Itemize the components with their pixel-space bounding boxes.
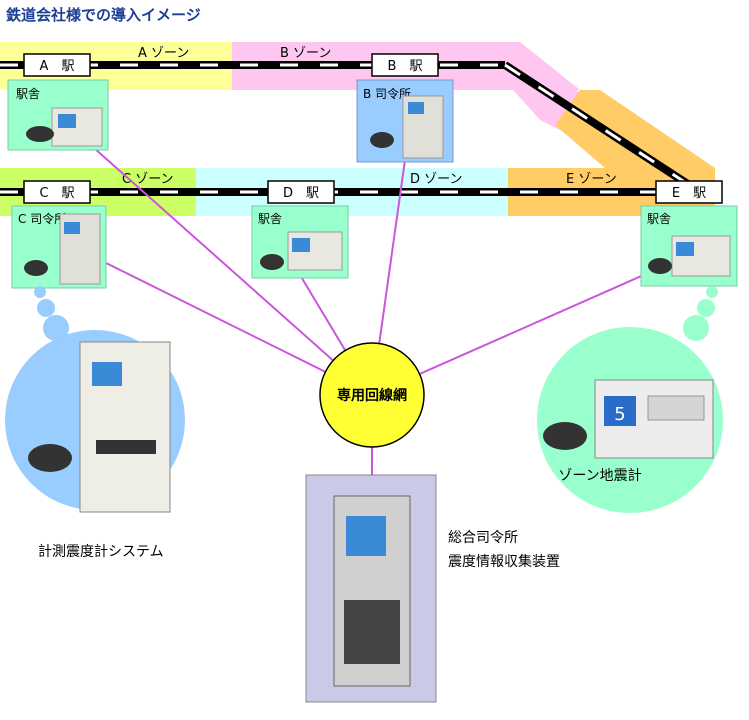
left-bubble <box>5 286 185 513</box>
zone-b-label: B ゾーン <box>280 46 331 61</box>
zone-e-label: E ゾーン <box>566 172 617 187</box>
facility-b-label: B 司令所 <box>363 86 411 101</box>
facility-e: 駅舎 <box>640 205 738 287</box>
station-e: E 駅 <box>655 180 723 204</box>
station-a-label: A 駅 <box>40 59 75 74</box>
facility-d-label: 駅舎 <box>258 212 282 226</box>
zone-a-label: A ゾーン <box>138 46 189 61</box>
hub-label: 専用回線網 <box>337 387 407 404</box>
facility-a-label: 駅舎 <box>16 87 40 101</box>
facility-e-label: 駅舎 <box>647 212 671 226</box>
zone-d-label: D ゾーン <box>410 172 463 187</box>
station-b: B 駅 <box>371 53 439 77</box>
sensor-image <box>260 254 284 270</box>
link-a <box>84 139 373 396</box>
sensor-image <box>24 260 48 276</box>
central-control <box>305 474 437 703</box>
hub-circle <box>319 342 425 448</box>
center-caption-line2: 震度情報収集装置 <box>448 553 560 570</box>
hub: 専用回線網 <box>319 342 425 448</box>
monitor-image <box>346 516 386 556</box>
left-bubble-caption: 計測震度計システム <box>38 544 164 560</box>
center-caption-line1: 総合司令所 <box>448 530 518 546</box>
facility-c-label: C 司令所 <box>18 211 66 226</box>
station-a: A 駅 <box>23 53 91 77</box>
sensor-image <box>26 126 54 142</box>
sensor-image <box>648 258 672 274</box>
device-screen <box>604 396 636 426</box>
station-b-label: B 駅 <box>388 59 423 74</box>
facility-b: B 司令所 <box>356 79 454 163</box>
sensor-image <box>28 444 72 472</box>
facility-a: 駅舎 <box>7 79 109 151</box>
diagram-title: 鉄道会社様での導入イメージ <box>6 6 201 24</box>
sensor-image <box>370 132 394 148</box>
device-screen-value: 5 <box>614 404 625 425</box>
station-d: D 駅 <box>267 180 335 204</box>
right-bubble-caption: ゾーン地震計 <box>558 468 641 484</box>
station-e-label: E 駅 <box>672 186 706 201</box>
station-d-label: D 駅 <box>283 186 319 201</box>
station-c: C 駅 <box>23 180 91 204</box>
facility-d: 駅舎 <box>251 205 349 279</box>
right-bubble: 5 <box>537 286 723 513</box>
station-c-label: C 駅 <box>39 186 74 201</box>
facility-c: C 司令所 <box>11 205 107 289</box>
sensor-image <box>543 422 587 450</box>
